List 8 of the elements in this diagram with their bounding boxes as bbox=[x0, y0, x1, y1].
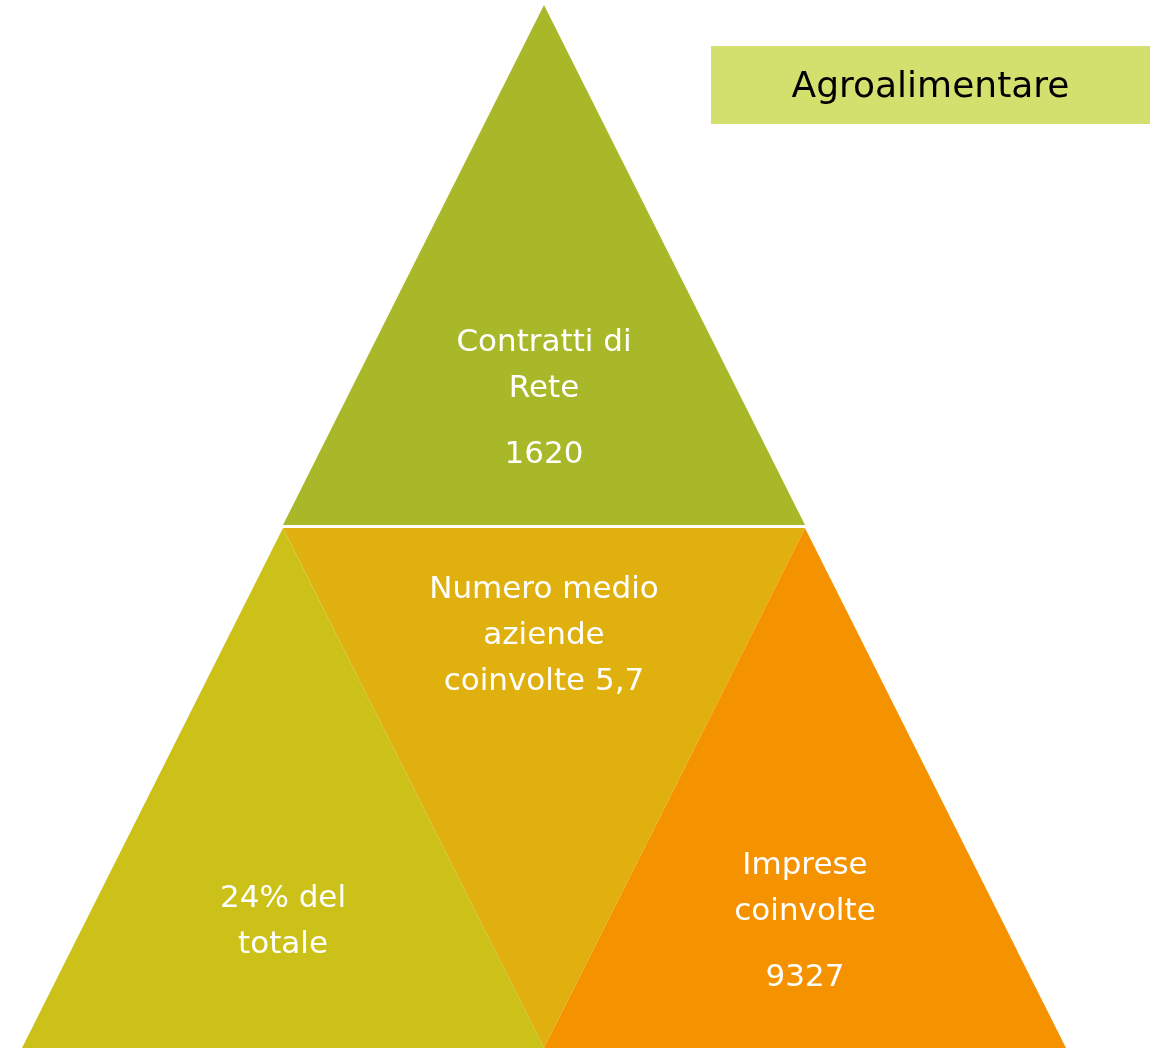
sector-title: Agroalimentare bbox=[790, 63, 1071, 107]
segment-title: 24% del totale bbox=[218, 877, 348, 962]
segment-title: Imprese coinvolte bbox=[733, 844, 877, 929]
value-label: 1620 bbox=[503, 433, 585, 472]
value-label: 9327 bbox=[764, 956, 846, 995]
title-banner bbox=[711, 46, 1150, 124]
segment-title: Contratti di Rete bbox=[455, 321, 633, 406]
segment-title: Numero medio aziende coinvolte 5,7 bbox=[428, 568, 660, 699]
